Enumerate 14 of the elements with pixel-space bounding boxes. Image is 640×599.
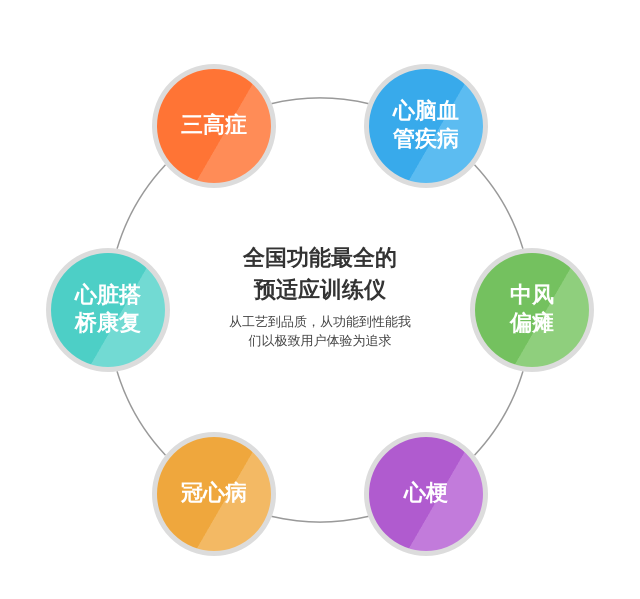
slogan-text: 从工艺到品质，从功能到性能我们以极致用户体验为追求	[228, 314, 412, 351]
circle-label: 心脏搭桥康复	[74, 282, 142, 338]
circle-label: 中风偏瘫	[509, 282, 555, 338]
circle-label: 心脑血管疾病	[392, 98, 460, 154]
ring-arc	[116, 164, 166, 249]
ring-arc	[116, 371, 166, 456]
ring-arc	[474, 164, 524, 249]
circle-label: 心梗	[403, 480, 449, 508]
circle-label: 冠心病	[180, 480, 248, 508]
ring-arc	[474, 371, 524, 456]
headline: 全国功能最全的预适应训练仪	[242, 245, 398, 305]
ring-arc	[272, 97, 368, 104]
circle-label: 三高症	[180, 112, 248, 140]
ring-arc	[272, 516, 368, 523]
